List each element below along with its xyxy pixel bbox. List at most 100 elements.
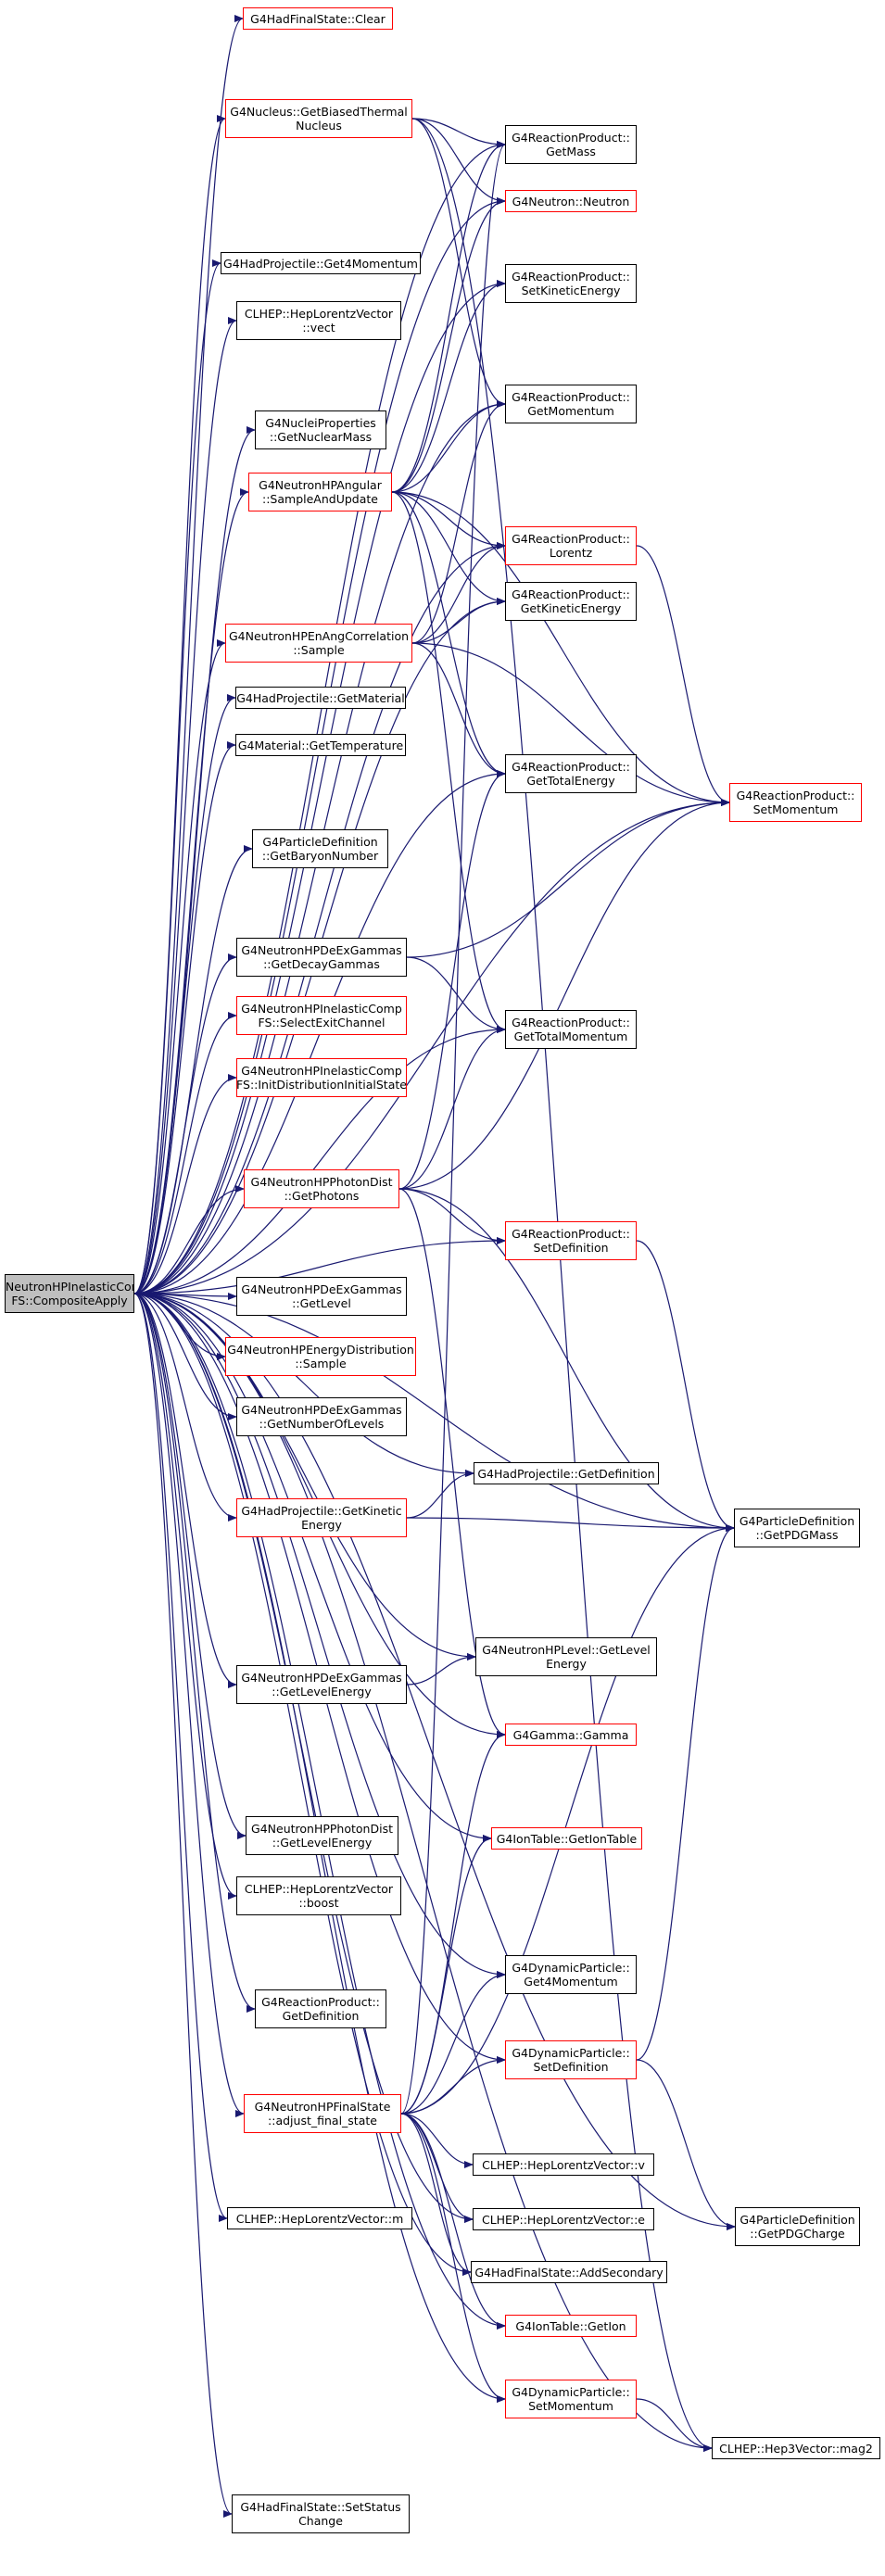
graph-node-rp-getmom[interactable]: G4ReactionProduct::GetMomentum bbox=[505, 385, 637, 423]
edge-adjust-to-gamma bbox=[400, 1731, 506, 2115]
graph-node-label-line: G4HadProjectile::GetDefinition bbox=[477, 1466, 655, 1481]
graph-node-pd-getpdgcharge[interactable]: G4ParticleDefinition::GetPDGCharge bbox=[735, 2207, 860, 2246]
graph-node-label-line: Lorentz bbox=[549, 546, 593, 560]
graph-node-dp-setdef[interactable]: G4DynamicParticle::SetDefinition bbox=[505, 2040, 637, 2079]
graph-node-dp-get4mom[interactable]: G4DynamicParticle::Get4Momentum bbox=[505, 1955, 637, 1994]
graph-node-hadproj-get4mom[interactable]: G4HadProjectile::Get4Momentum bbox=[221, 252, 421, 274]
edge-angular-to-neutron bbox=[391, 197, 506, 493]
graph-node-deex-decay[interactable]: G4NeutronHPDeExGammas::GetDecayGammas bbox=[236, 938, 407, 977]
edge-root-to-mat-gettemp bbox=[133, 741, 236, 1294]
graph-node-iontable-getion[interactable]: G4IonTable::GetIon bbox=[505, 2315, 637, 2337]
graph-node-hep3-mag2[interactable]: CLHEP::Hep3Vector::mag2 bbox=[712, 2437, 880, 2459]
edge-photondist-to-rp-gettotal bbox=[398, 770, 506, 1190]
graph-node-nucprop[interactable]: G4NucleiProperties::GetNuclearMass bbox=[255, 410, 386, 449]
edge-root-to-inel-select bbox=[133, 1012, 237, 1294]
graph-node-label-line: G4NeutronHPDeExGammas bbox=[241, 943, 402, 957]
graph-node-clhep-boost[interactable]: CLHEP::HepLorentzVector::boost bbox=[236, 1876, 401, 1915]
edge-rp-lorentz-to-rp-setmom bbox=[636, 545, 730, 806]
graph-node-label-line: ::GetLevel bbox=[292, 1296, 351, 1310]
graph-node-iontable-get[interactable]: G4IonTable::GetIonTable bbox=[491, 1827, 642, 1850]
graph-node-label-line: GetDefinition bbox=[282, 2009, 360, 2023]
edge-root-to-hadfs-clear bbox=[133, 15, 244, 1294]
graph-node-clhep-v[interactable]: CLHEP::HepLorentzVector::v bbox=[473, 2153, 654, 2176]
graph-node-rp-setmom[interactable]: G4ReactionProduct::SetMomentum bbox=[729, 783, 862, 822]
graph-node-deex-levelenergy[interactable]: G4NeutronHPDeExGammas::GetLevelEnergy bbox=[236, 1665, 407, 1704]
graph-node-rp-setke[interactable]: G4ReactionProduct::SetKineticEnergy bbox=[505, 264, 637, 303]
edge-root-to-rp-setdef bbox=[133, 1237, 506, 1294]
graph-node-energydist[interactable]: G4NeutronHPEnergyDistribution::Sample bbox=[225, 1337, 416, 1376]
graph-node-label-line: SetMomentum bbox=[528, 2399, 613, 2413]
graph-node-deex-getlevel[interactable]: G4NeutronHPDeExGammas::GetLevel bbox=[236, 1277, 407, 1316]
edge-photondist-to-rp-setmom bbox=[398, 799, 730, 1190]
graph-node-gamma[interactable]: G4Gamma::Gamma bbox=[505, 1724, 637, 1746]
graph-node-label-line: G4Gamma::Gamma bbox=[512, 1727, 629, 1742]
graph-node-label-line: G4ParticleDefinition bbox=[739, 1514, 855, 1528]
graph-node-label-line: ::GetNuclearMass bbox=[269, 430, 373, 444]
graph-node-clhep-vect[interactable]: CLHEP::HepLorentzVector::vect bbox=[236, 301, 401, 340]
graph-node-label-line: SetMomentum bbox=[752, 802, 839, 816]
graph-node-label-line: G4NeutronHPLevel::GetLevel bbox=[482, 1643, 651, 1657]
graph-node-mat-gettemp[interactable]: G4Material::GetTemperature bbox=[235, 734, 406, 756]
graph-node-rp-getke[interactable]: G4ReactionProduct::GetKineticEnergy bbox=[505, 582, 637, 621]
edge-root-to-hadproj-getmat bbox=[133, 694, 236, 1294]
graph-node-label-line: ::GetNumberOfLevels bbox=[259, 1417, 385, 1431]
graph-node-enang[interactable]: G4NeutronHPEnAngCorrelation::Sample bbox=[225, 624, 412, 663]
graph-node-label-line: ::vect bbox=[302, 321, 335, 335]
graph-node-label-line: G4ReactionProduct:: bbox=[736, 789, 855, 802]
graph-node-label-line: GetTotalMomentum bbox=[513, 1029, 628, 1043]
graph-node-label-line: G4NeutronHPDeExGammas bbox=[241, 1282, 402, 1296]
graph-node-hadfs-clear[interactable]: G4HadFinalState::Clear bbox=[243, 7, 393, 30]
graph-node-label-line: G4NeutronHPInelasticComp bbox=[241, 1064, 402, 1078]
graph-node-label-line: CLHEP::HepLorentzVector bbox=[244, 1882, 394, 1896]
edge-dp-setmom-to-hep3-mag2 bbox=[636, 2398, 713, 2452]
graph-node-pd-baryon[interactable]: G4ParticleDefinition::GetBaryonNumber bbox=[252, 829, 388, 868]
edge-root-to-deex-numlevels bbox=[133, 1293, 237, 1421]
graph-node-neutron[interactable]: G4Neutron::Neutron bbox=[505, 190, 637, 212]
graph-node-photondist[interactable]: G4NeutronHPPhotonDist::GetPhotons bbox=[244, 1169, 399, 1208]
graph-node-label-line: G4HadFinalState::AddSecondary bbox=[474, 2265, 664, 2279]
edge-root-to-iontable-get bbox=[133, 1293, 492, 1842]
graph-node-label-line: FS::CompositeApply bbox=[11, 1294, 128, 1307]
graph-node-clhep-m[interactable]: CLHEP::HepLorentzVector::m bbox=[227, 2207, 412, 2229]
edge-adjust-to-rp-getmass bbox=[400, 141, 506, 2115]
graph-node-dp-setmom[interactable]: G4DynamicParticle::SetMomentum bbox=[505, 2380, 637, 2418]
graph-node-rp-lorentz[interactable]: G4ReactionProduct::Lorentz bbox=[505, 526, 637, 565]
graph-node-rp-gettotal[interactable]: G4ReactionProduct::GetTotalEnergy bbox=[505, 754, 637, 793]
edge-enang-to-rp-getke bbox=[411, 598, 506, 644]
graph-node-adjust[interactable]: G4NeutronHPFinalState::adjust_final_stat… bbox=[244, 2094, 401, 2133]
graph-node-label-line: G4NeutronHPEnergyDistribution bbox=[227, 1343, 414, 1357]
graph-node-rp-getmass[interactable]: G4ReactionProduct::GetMass bbox=[505, 125, 637, 164]
graph-node-clhep-e[interactable]: CLHEP::HepLorentzVector::e bbox=[473, 2208, 654, 2230]
edge-root-to-deex-decay bbox=[133, 953, 237, 1294]
graph-node-pd-getpdgmass[interactable]: G4ParticleDefinition::GetPDGMass bbox=[734, 1509, 860, 1547]
graph-node-deex-numlevels[interactable]: G4NeutronHPDeExGammas::GetNumberOfLevels bbox=[236, 1397, 407, 1436]
graph-node-label-line: G4DynamicParticle:: bbox=[512, 1961, 630, 1975]
graph-node-label-line: SetKineticEnergy bbox=[521, 284, 621, 297]
edge-adjust-to-iontable-getion bbox=[400, 2113, 506, 2330]
graph-node-hadfs-addsec[interactable]: G4HadFinalState::AddSecondary bbox=[471, 2261, 667, 2283]
graph-node-rp-setdef[interactable]: G4ReactionProduct::SetDefinition bbox=[505, 1221, 637, 1260]
graph-node-root[interactable]: G4NeutronHPInelasticCompFS::CompositeApp… bbox=[5, 1274, 134, 1313]
graph-node-label-line: CLHEP::Hep3Vector::mag2 bbox=[719, 2441, 873, 2456]
graph-node-rp-getdef[interactable]: G4ReactionProduct::GetDefinition bbox=[255, 1989, 386, 2028]
graph-node-hadproj-getmat[interactable]: G4HadProjectile::GetMaterial bbox=[235, 687, 406, 709]
graph-node-rp-gettotmom[interactable]: G4ReactionProduct::GetTotalMomentum bbox=[505, 1010, 637, 1049]
graph-node-photondist-level[interactable]: G4NeutronHPPhotonDist::GetLevelEnergy bbox=[246, 1816, 398, 1855]
edge-root-to-photondist bbox=[133, 1185, 245, 1294]
graph-node-hadproj-getdef[interactable]: G4HadProjectile::GetDefinition bbox=[474, 1462, 659, 1484]
graph-node-label-line: G4IonTable::GetIonTable bbox=[496, 1831, 638, 1846]
edge-root-to-iontable-getion bbox=[133, 1293, 506, 2330]
edge-angular-to-rp-gettotmom bbox=[391, 491, 506, 1033]
graph-node-label-line: Energy bbox=[301, 1518, 342, 1532]
edge-enang-to-rp-lorentz bbox=[411, 542, 506, 644]
graph-node-label-line: FS::SelectExitChannel bbox=[258, 1016, 386, 1029]
edge-nucleus-gbtn-to-rp-getmass bbox=[411, 118, 506, 148]
graph-node-angular[interactable]: G4NeutronHPAngular::SampleAndUpdate bbox=[248, 473, 392, 511]
